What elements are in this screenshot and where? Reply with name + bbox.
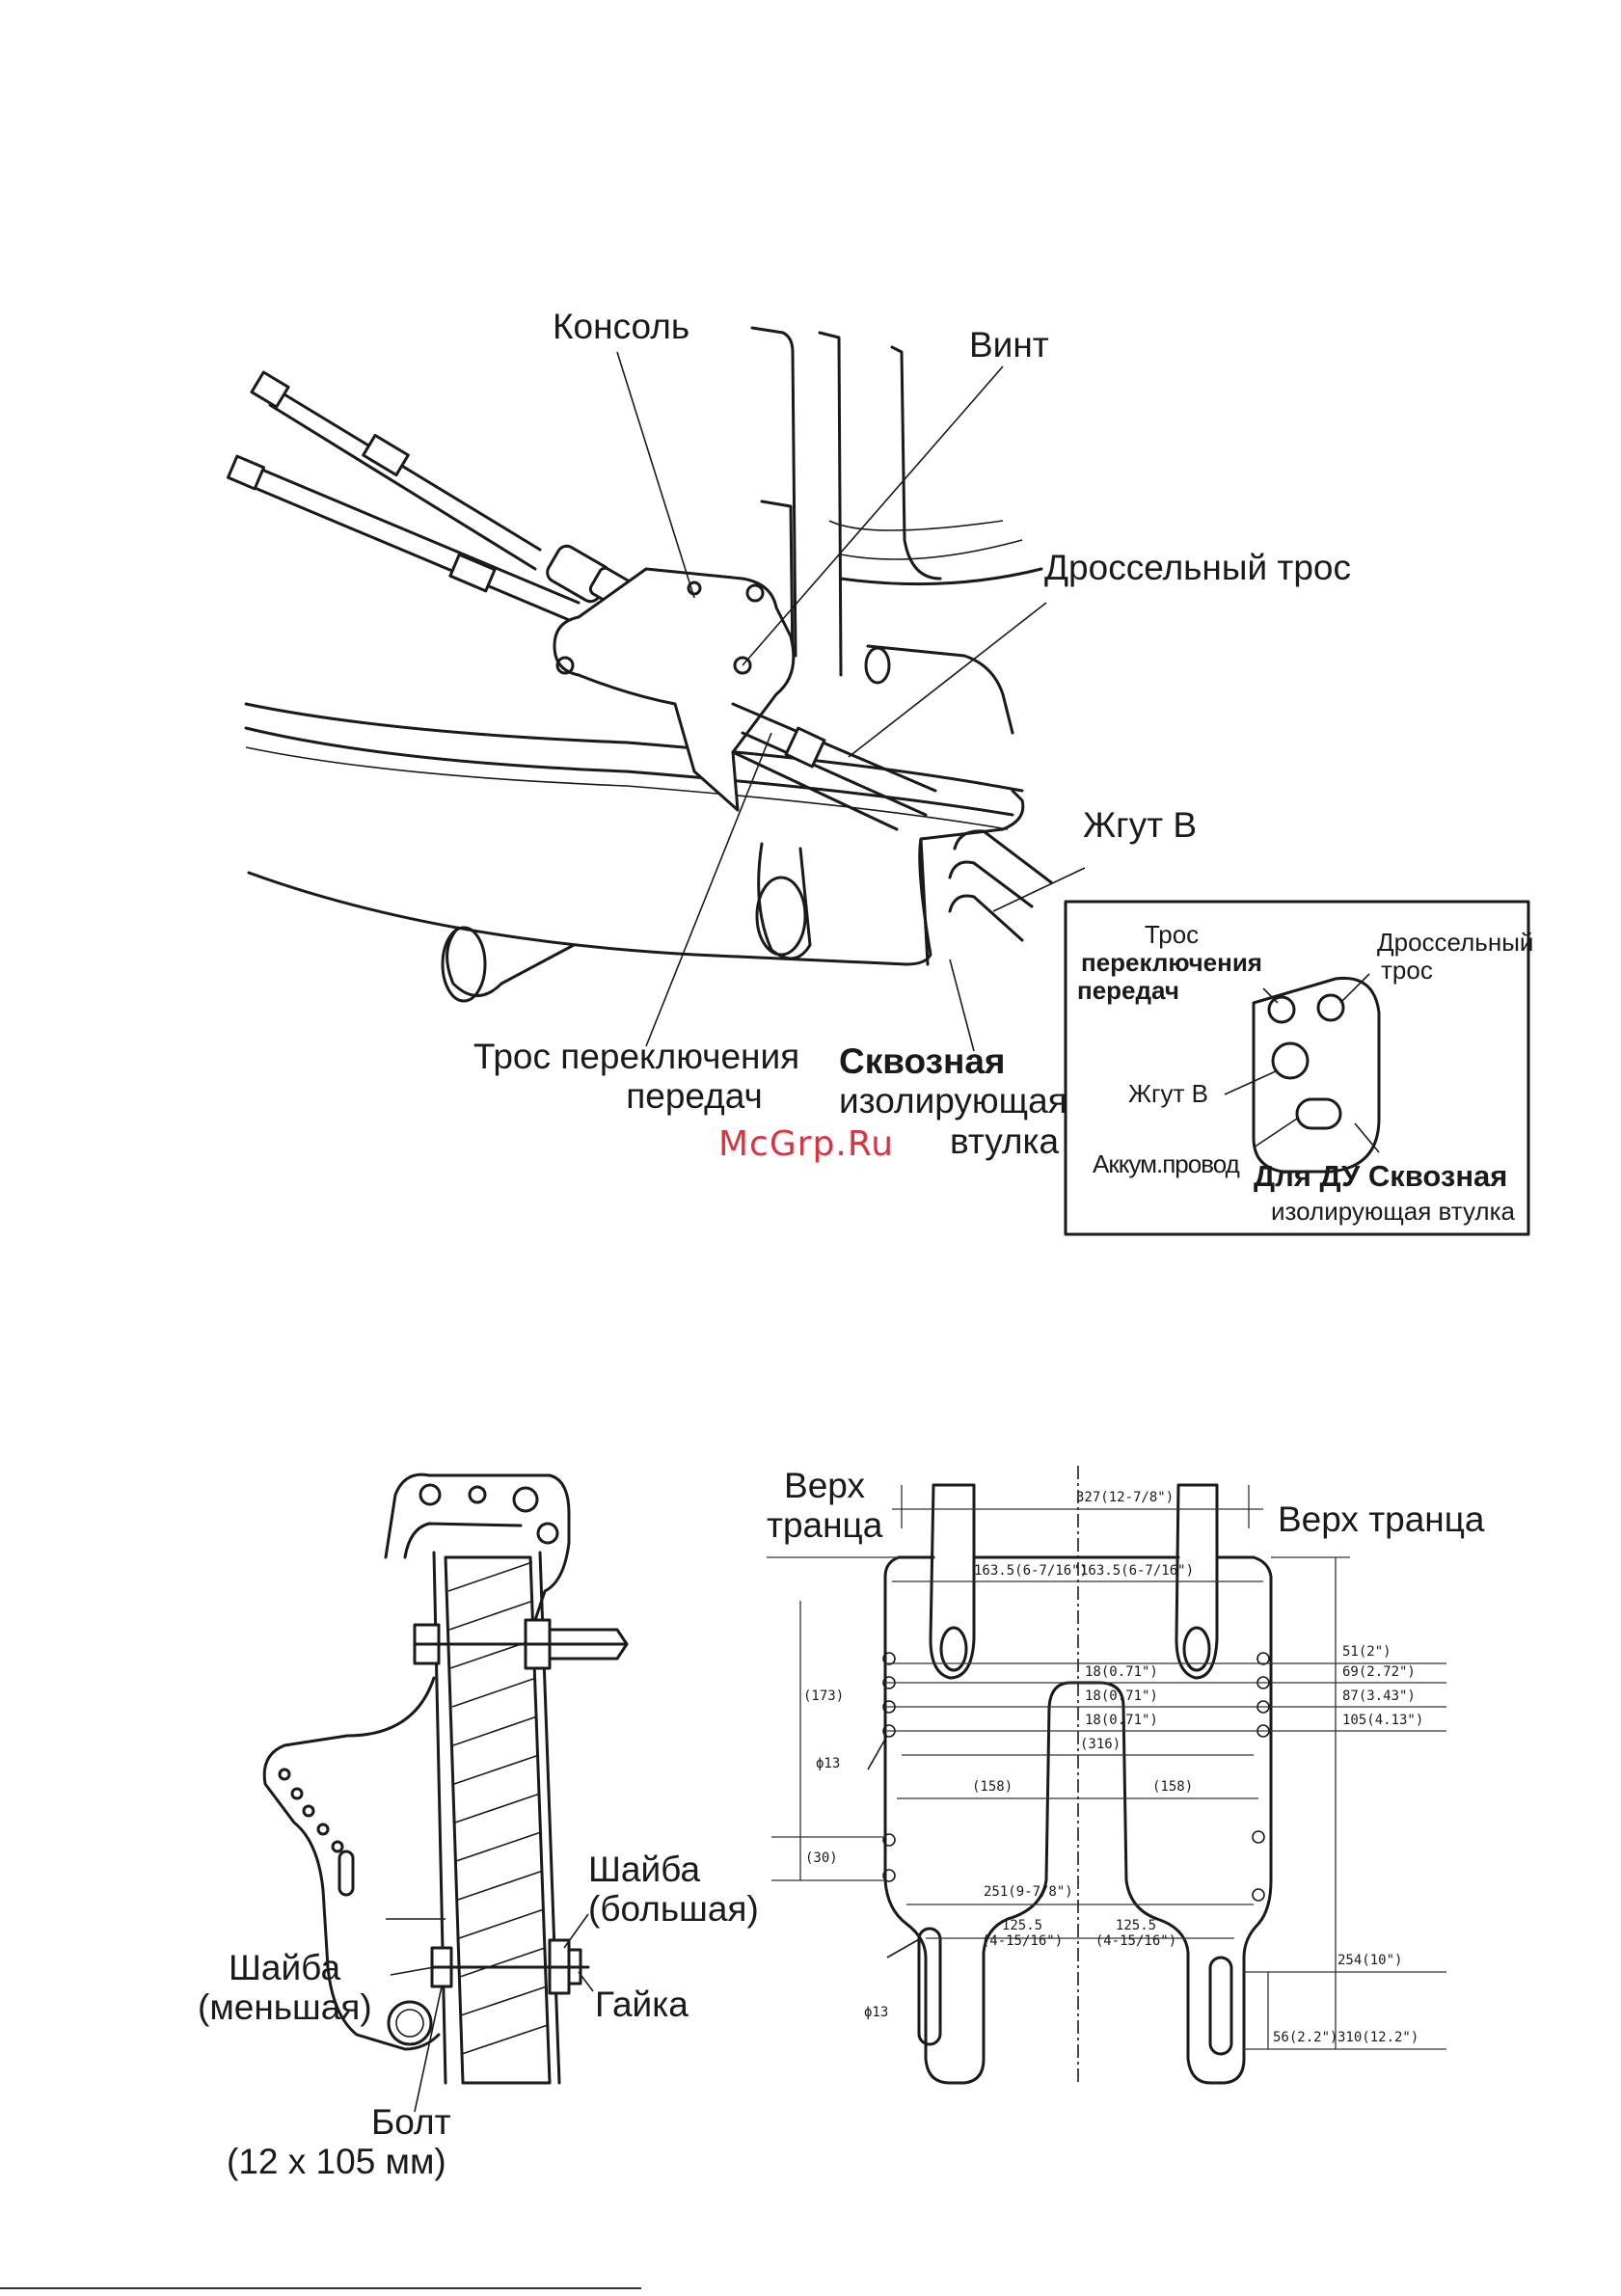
dim-163-left: 163.5(6-7/16") <box>974 1563 1089 1579</box>
inset-shift-line1: Трос <box>1144 920 1200 949</box>
label-washer-large-line2: (большая) <box>588 1889 759 1930</box>
label-transom-top-left-line2: транца <box>767 1505 883 1546</box>
dim-87: 87(3.43") <box>1342 1688 1416 1704</box>
label-washer-large-line1: Шайба <box>588 1850 701 1889</box>
dim-251: 251(9-7/8") <box>984 1884 1073 1900</box>
inset-label-harness-b: Жгут В <box>1128 1079 1208 1108</box>
label-bolt-line2: (12 x 105 мм) <box>227 2142 446 2182</box>
bottom-right-dimension-drawing <box>767 1466 1446 2085</box>
dim-18-a: 18(0.71") <box>1085 1664 1158 1680</box>
dim-158-right: (158) <box>1152 1779 1194 1795</box>
label-washer-large: Шайба (большая) <box>588 1850 759 1930</box>
dim-30: (30) <box>805 1850 838 1866</box>
label-bolt-line1: Болт <box>371 2102 451 2142</box>
inset-shift-line2: переключения <box>1081 948 1262 978</box>
dim-51: 51(2") <box>1342 1644 1391 1660</box>
label-washer-small-line2: (меньшая) <box>198 1987 372 2028</box>
label-grommet-line3: втулка <box>950 1121 1060 1161</box>
dim-327: 327(12-7/8") <box>1076 1490 1175 1505</box>
dim-125-right-in: (4-15/16") <box>1094 1932 1177 1949</box>
dim-254: 254(10") <box>1337 1953 1403 1968</box>
dim-56: 56(2.2") <box>1273 2030 1338 2045</box>
dim-125-right: 125.5 (4-15/16") <box>1088 1918 1184 1949</box>
dim-69: 69(2.72") <box>1342 1664 1416 1680</box>
label-grommet-line2: изолирующая <box>839 1081 1067 1121</box>
dim-18-c: 18(0.71") <box>1085 1713 1158 1728</box>
top-console-drawing <box>227 326 1086 1052</box>
dim-phi13-b: ϕ13 <box>864 2005 889 2020</box>
label-grommet: Сквозная изолирующая втулка <box>839 1041 1067 1161</box>
label-washer-small: Шайба (меньшая) <box>198 1948 372 2028</box>
dim-310: 310(12.2") <box>1337 2030 1419 2045</box>
label-shift-cable-line2: передач <box>626 1076 763 1117</box>
watermark: McGrp.Ru <box>718 1124 895 1164</box>
dim-316: (316) <box>1080 1737 1121 1752</box>
top-inset-drawing <box>1064 900 1530 1236</box>
label-grommet-line1: Сквозная <box>839 1041 1006 1081</box>
inset-label-battery: Аккум.провод <box>1093 1149 1240 1178</box>
dim-125-left-mm: 125.5 <box>1001 1918 1043 1933</box>
dim-phi13-a: ϕ13 <box>816 1756 841 1771</box>
dim-125-right-mm: 125.5 <box>1115 1918 1157 1933</box>
dim-173: (173) <box>803 1688 845 1704</box>
inset-throttle-line2: трос <box>1381 956 1433 986</box>
inset-shift-line3: передач <box>1077 976 1179 1006</box>
label-console: Консоль <box>553 307 690 346</box>
label-screw: Винт <box>969 325 1049 365</box>
bottom-left-bracket-drawing <box>262 1472 629 2113</box>
dim-158-left: (158) <box>972 1779 1013 1795</box>
label-transom-top-right: Верх транца <box>1278 1499 1485 1539</box>
dim-105: 105(4.13") <box>1342 1713 1424 1728</box>
label-shift-cable: Трос переключения передач <box>473 1037 800 1117</box>
label-washer-small-line1: Шайба <box>228 1948 341 1987</box>
label-transom-top-left: Верх транца <box>767 1466 882 1546</box>
inset-label-throttle: Дроссельный трос <box>1377 928 1534 986</box>
page-bottom-rule <box>0 2287 641 2289</box>
dim-163-right: 163.5(6-7/16") <box>1080 1563 1195 1579</box>
label-harness-b: Жгут В <box>1083 805 1198 845</box>
label-transom-top-left-line1: Верх <box>784 1466 865 1505</box>
label-throttle-cable: Дроссельный трос <box>1044 548 1352 587</box>
inset-label-remote-grommet-line1: Для ДУ Сквозная <box>1254 1159 1508 1193</box>
dim-18-b: 18(0.71") <box>1085 1688 1158 1704</box>
label-bolt: Болт (12 x 105 мм) <box>227 2102 451 2182</box>
inset-label-shift-cable: Трос переключения передач <box>1075 920 1268 1006</box>
inset-throttle-line1: Дроссельный <box>1377 928 1534 957</box>
label-shift-cable-line1: Трос переключения <box>473 1037 800 1076</box>
dim-125-left-in: (4-15/16") <box>981 1932 1064 1949</box>
inset-label-remote-grommet-line2: изолирующая втулка <box>1271 1197 1516 1226</box>
dim-125-left: 125.5 (4-15/16") <box>974 1918 1070 1949</box>
label-nut: Гайка <box>595 1985 689 2024</box>
